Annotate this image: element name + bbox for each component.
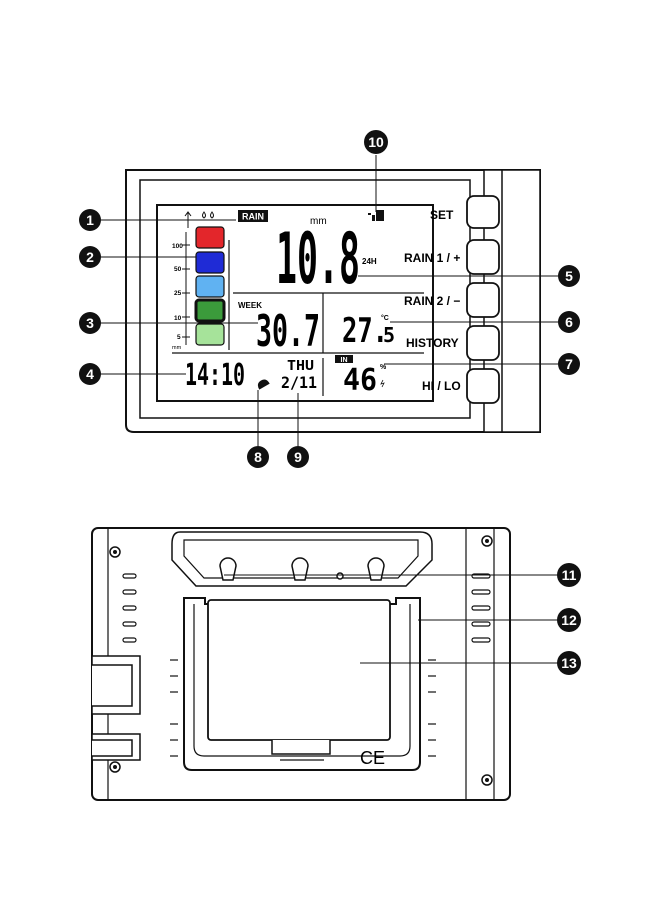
- callout-12: 12: [557, 608, 581, 632]
- rain1-button-label: RAIN 1 / +: [404, 251, 460, 265]
- date: 2/11: [281, 373, 317, 392]
- back-view: CE 11 12 13: [92, 528, 581, 800]
- callout-3: 3: [79, 312, 101, 334]
- hi-lo-button-label: HI / LO: [422, 379, 461, 393]
- clock-time: 14:10: [185, 358, 245, 393]
- callout-1: 1: [79, 209, 101, 231]
- callout-8: 8: [247, 446, 269, 468]
- scale-swatch-lightblue: [196, 276, 224, 297]
- callout-2: 2: [79, 246, 101, 268]
- svg-text:12: 12: [561, 612, 577, 628]
- scale-swatch-red: [196, 227, 224, 248]
- callout-13: 13: [557, 651, 581, 675]
- scale-tick-50: 50: [174, 266, 182, 273]
- scale-tick-100: 100: [172, 243, 183, 250]
- scale-tick-25: 25: [174, 290, 182, 297]
- battery-door: [208, 600, 390, 740]
- humidity-value: 46: [343, 363, 377, 398]
- scale-swatch-lightgreen: [196, 324, 224, 345]
- scale-swatch-green: [196, 300, 224, 321]
- svg-text:13: 13: [561, 655, 577, 671]
- front-view: RAIN mm 100 50 25 10 5 mm: [79, 130, 580, 468]
- hi-lo-button[interactable]: [467, 369, 499, 403]
- svg-text:8: 8: [254, 449, 262, 465]
- svg-text:4: 4: [86, 366, 94, 382]
- scale-tick-mm: mm: [172, 345, 182, 351]
- humidity-unit: %: [380, 364, 387, 371]
- main-rain-value: 10.8: [276, 218, 360, 300]
- svg-text:1: 1: [86, 212, 94, 228]
- callout-7: 7: [558, 353, 580, 375]
- period-24h: 24H: [362, 257, 377, 266]
- callout-4: 4: [79, 363, 101, 385]
- svg-text:10: 10: [368, 134, 384, 150]
- svg-text:5: 5: [565, 268, 573, 284]
- scale-swatch-blue: [196, 252, 224, 273]
- week-rain-value: 30.7: [256, 306, 320, 357]
- scale-tick-5: 5: [177, 334, 181, 341]
- callout-5: 5: [558, 265, 580, 287]
- ce-mark: CE: [360, 748, 385, 768]
- callout-9: 9: [287, 446, 309, 468]
- callout-6: 6: [558, 311, 580, 333]
- svg-text:9: 9: [294, 449, 302, 465]
- svg-text:7: 7: [565, 356, 573, 372]
- rain2-minus-button[interactable]: [467, 283, 499, 317]
- rain2-button-label: RAIN 2 / −: [404, 294, 460, 308]
- svg-text:11: 11: [562, 567, 577, 583]
- temperature-decimal: 5: [383, 323, 395, 347]
- set-button-label: SET: [430, 208, 454, 222]
- rain-label: RAIN: [242, 212, 264, 222]
- history-button[interactable]: [467, 326, 499, 360]
- svg-text:3: 3: [86, 315, 94, 331]
- svg-text:2: 2: [86, 249, 94, 265]
- weekday: THU: [287, 359, 314, 374]
- scale-tick-10: 10: [174, 315, 182, 322]
- callout-10: 10: [364, 130, 388, 154]
- rain1-plus-button[interactable]: [467, 240, 499, 274]
- set-button[interactable]: [467, 196, 499, 228]
- callout-11: 11: [557, 563, 581, 587]
- temperature-unit: °C: [381, 314, 389, 322]
- svg-text:6: 6: [565, 314, 573, 330]
- door-latch: [272, 740, 330, 754]
- history-button-label: HISTORY: [406, 336, 459, 350]
- side-clip: [92, 656, 140, 760]
